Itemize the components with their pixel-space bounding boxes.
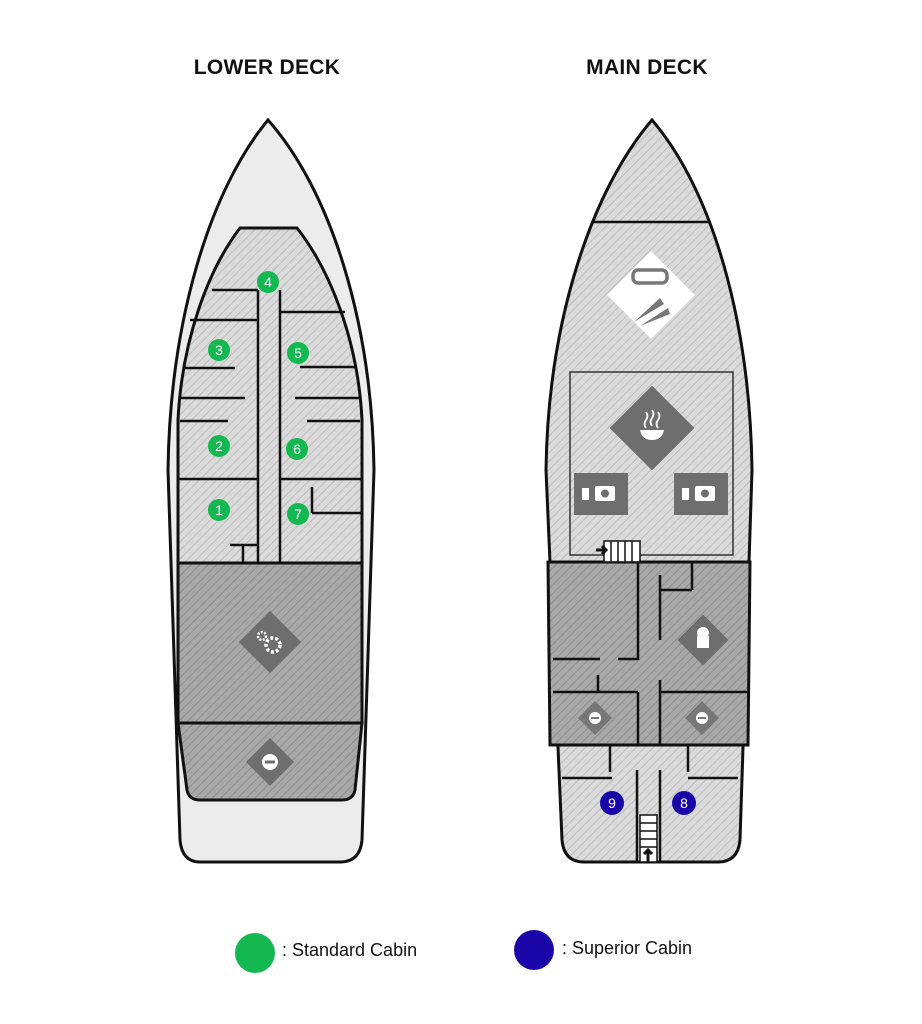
cabin-badge[interactable]: 4 [257, 271, 279, 293]
main-deck [544, 117, 754, 864]
svg-text:8: 8 [680, 795, 688, 811]
stairs-icon [596, 540, 658, 863]
main-deck-title: MAIN DECK [586, 56, 708, 79]
cabin-badge[interactable]: 3 [208, 339, 230, 361]
cabin-badge[interactable]: 9 [600, 791, 624, 815]
tank-icon [245, 737, 295, 787]
lower-deck [166, 117, 376, 864]
cabin-badge[interactable]: 5 [287, 342, 309, 364]
galley-steam-icon [609, 385, 695, 471]
cabin-badge[interactable]: 6 [286, 438, 308, 460]
gear-icon [238, 610, 302, 674]
svg-text:2: 2 [215, 438, 223, 454]
legend-standard-swatch [235, 933, 275, 973]
svg-text:3: 3 [215, 342, 223, 358]
cabin-badge[interactable]: 8 [672, 791, 696, 815]
legend-superior-swatch [514, 930, 554, 970]
svg-text:1: 1 [215, 502, 223, 518]
svg-text:7: 7 [294, 506, 302, 522]
chef-hat-icon [677, 614, 729, 666]
svg-text:9: 9 [608, 795, 616, 811]
legend-standard-label: : Standard Cabin [282, 940, 418, 960]
lower-walls [178, 288, 362, 563]
svg-text:6: 6 [293, 441, 301, 457]
legend-superior-label: : Superior Cabin [562, 938, 693, 958]
cabin-badge[interactable]: 1 [208, 499, 230, 521]
salon [569, 371, 734, 556]
cabin-badge[interactable]: 2 [208, 435, 230, 457]
tank-icon [578, 701, 719, 735]
camera-station-icon [574, 473, 728, 515]
main-mid-section [546, 560, 752, 747]
lower-deck-title: LOWER DECK [193, 56, 341, 79]
dive-mask-fins-icon [607, 251, 695, 339]
cabin-badge[interactable]: 7 [287, 503, 309, 525]
svg-text:4: 4 [264, 274, 272, 290]
main-walls [553, 562, 748, 862]
svg-text:5: 5 [294, 345, 302, 361]
